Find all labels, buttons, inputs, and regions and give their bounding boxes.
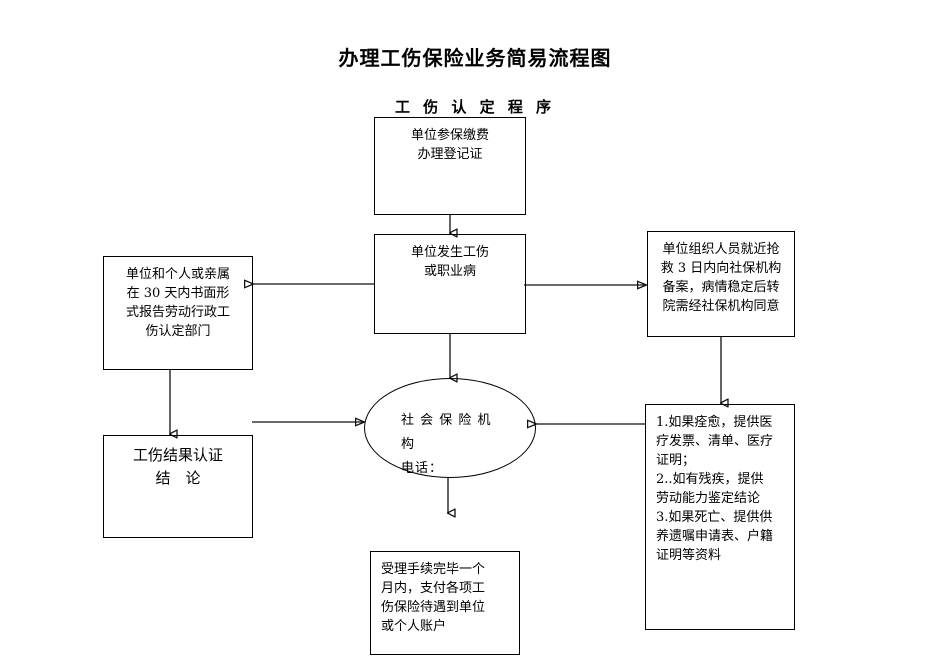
node-injury-occurs[interactable]: 单位发生工伤 或职业病 bbox=[374, 234, 526, 334]
node-report-department-label: 单位和个人或亲属 在 30 天内书面形 式报告劳动行政工 伤认定部门 bbox=[125, 267, 230, 339]
node-social-insurance-agency[interactable]: 社 会 保 险 机 构 电话： bbox=[364, 378, 536, 478]
node-injury-occurs-label: 单位发生工伤 或职业病 bbox=[410, 245, 489, 279]
node-report-department[interactable]: 单位和个人或亲属 在 30 天内书面形 式报告劳动行政工 伤认定部门 bbox=[103, 256, 253, 370]
node-payout-label: 受理手续完毕一个 月内，支付各项工 伤保险待遇到单位 或个人账户 bbox=[381, 562, 486, 634]
section-subtitle: 工 伤 认 定 程 序 bbox=[394, 98, 556, 116]
node-rescue-filing-label: 单位组织人员就近抢 救 3 日内向社保机构 备案，病情稳定后转 院需经社保机构同… bbox=[660, 242, 782, 314]
node-materials-list[interactable]: 1.如果痊愈，提供医 疗发票、清单、医疗 证明； 2..如有残疾，提供 劳动能力… bbox=[645, 404, 795, 630]
node-social-insurance-agency-label: 社 会 保 险 机 构 电话： bbox=[401, 413, 492, 476]
node-rescue-filing[interactable]: 单位组织人员就近抢 救 3 日内向社保机构 备案，病情稳定后转 院需经社保机构同… bbox=[647, 231, 795, 337]
node-registration[interactable]: 单位参保缴费 办理登记证 bbox=[374, 117, 526, 215]
node-registration-label: 单位参保缴费 办理登记证 bbox=[410, 128, 489, 162]
node-payout[interactable]: 受理手续完毕一个 月内，支付各项工 伤保险待遇到单位 或个人账户 bbox=[370, 551, 520, 655]
page-title: 办理工伤保险业务简易流程图 bbox=[338, 46, 612, 70]
node-result-conclusion-label: 工伤结果认证 结 论 bbox=[132, 446, 223, 487]
node-result-conclusion[interactable]: 工伤结果认证 结 论 bbox=[103, 435, 253, 538]
node-materials-list-label: 1.如果痊愈，提供医 疗发票、清单、医疗 证明； 2..如有残疾，提供 劳动能力… bbox=[656, 415, 774, 563]
